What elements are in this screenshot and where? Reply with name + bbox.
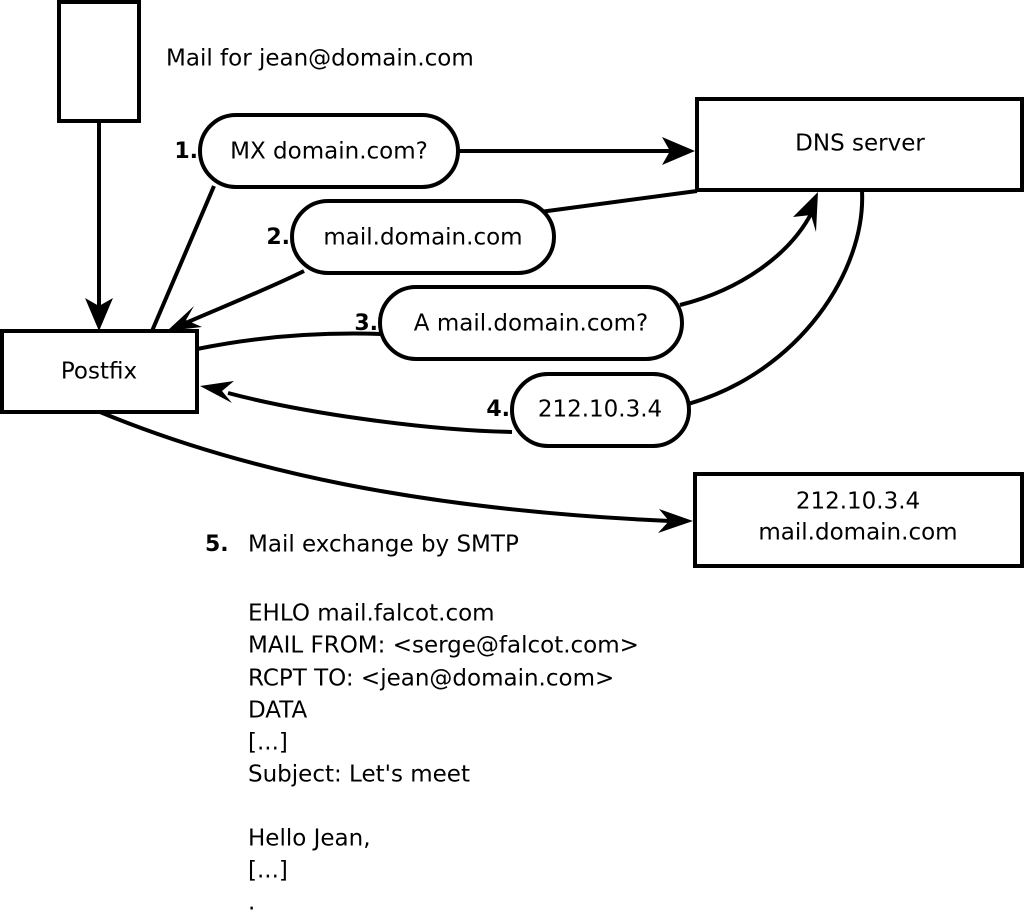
callout-step-1-label: MX domain.com? <box>230 139 428 165</box>
callout-step-2-shape <box>290 199 556 275</box>
edge-sender-to-postfix <box>85 121 113 331</box>
edge-line <box>227 391 513 434</box>
edge-step2-to-postfix <box>167 269 305 331</box>
node-mailhost-ip-label: 212.10.3.4 <box>796 489 920 515</box>
step-number-2: 2. <box>266 225 290 250</box>
step-5-label: Mail exchange by SMTP <box>248 532 519 558</box>
transcript-line: Subject: Let's meet <box>248 762 470 788</box>
callout-step-1-shape <box>198 113 460 189</box>
edge-line <box>99 410 671 523</box>
edge-postfix-to-mailhost <box>99 410 693 533</box>
transcript-line: EHLO mail.falcot.com <box>248 601 495 627</box>
node-postfix-label: Postfix <box>61 359 137 385</box>
edge-dns-to-step2 <box>539 189 698 214</box>
transcript-line: . <box>248 890 255 916</box>
transcript-line: [...] <box>248 858 288 884</box>
step-number-4: 4. <box>486 397 510 422</box>
edge-line <box>196 331 383 351</box>
node-mailhost-box[interactable] <box>693 472 1024 568</box>
callout-step-2-label: mail.domain.com <box>323 225 522 251</box>
diagram-title-text: Mail for jean@domain.com <box>166 46 474 72</box>
callout-step-1[interactable]: MX domain.com? <box>198 113 460 189</box>
callout-step-3[interactable]: A mail.domain.com? <box>378 285 684 361</box>
arrowhead-right <box>658 509 693 533</box>
callout-step-2[interactable]: mail.domain.com <box>290 199 556 275</box>
callout-step-3-label: A mail.domain.com? <box>414 311 648 337</box>
transcript-line: [...] <box>248 730 288 756</box>
arrowhead-left <box>200 381 234 403</box>
callout-step-4-shape <box>510 372 691 448</box>
edge-line <box>679 211 814 307</box>
arrowhead-down <box>85 298 113 331</box>
callout-step-3-shape <box>378 285 684 361</box>
edge-dns-to-step4 <box>687 190 865 406</box>
transcript-line: RCPT TO: <jean@domain.com> <box>248 666 614 692</box>
node-dns-server-label: DNS server <box>795 131 925 157</box>
edge-line <box>687 190 865 406</box>
node-dns-server-box[interactable] <box>695 97 1024 192</box>
node-postfix-box[interactable] <box>0 329 199 414</box>
edge-step4-to-postfix <box>200 381 513 434</box>
edge-line <box>187 269 305 324</box>
step-number-3: 3. <box>354 311 378 336</box>
callout-step-4[interactable]: 212.10.3.4 <box>510 372 691 448</box>
edge-postfix-to-step3 <box>196 331 383 351</box>
edge-step3-to-dns <box>679 192 818 307</box>
callout-step-4-label: 212.10.3.4 <box>538 397 662 423</box>
transcript-line: DATA <box>248 698 308 724</box>
edge-postfix-to-step1 <box>150 185 216 332</box>
arrowhead-down-left <box>167 306 202 331</box>
transcript-line: MAIL FROM: <serge@falcot.com> <box>248 633 639 659</box>
arrowhead-right <box>662 137 695 165</box>
node-sender-box[interactable] <box>57 0 141 123</box>
edge-line <box>539 189 698 214</box>
node-mailhost-hostname-label: mail.domain.com <box>758 520 957 546</box>
arrowhead-up <box>793 192 818 232</box>
transcript-line: Hello Jean, <box>248 826 371 852</box>
step-number-5: 5. <box>205 532 229 557</box>
edge-line <box>150 185 216 332</box>
edge-step1-to-dns <box>458 137 695 165</box>
step-number-1: 1. <box>174 139 198 164</box>
